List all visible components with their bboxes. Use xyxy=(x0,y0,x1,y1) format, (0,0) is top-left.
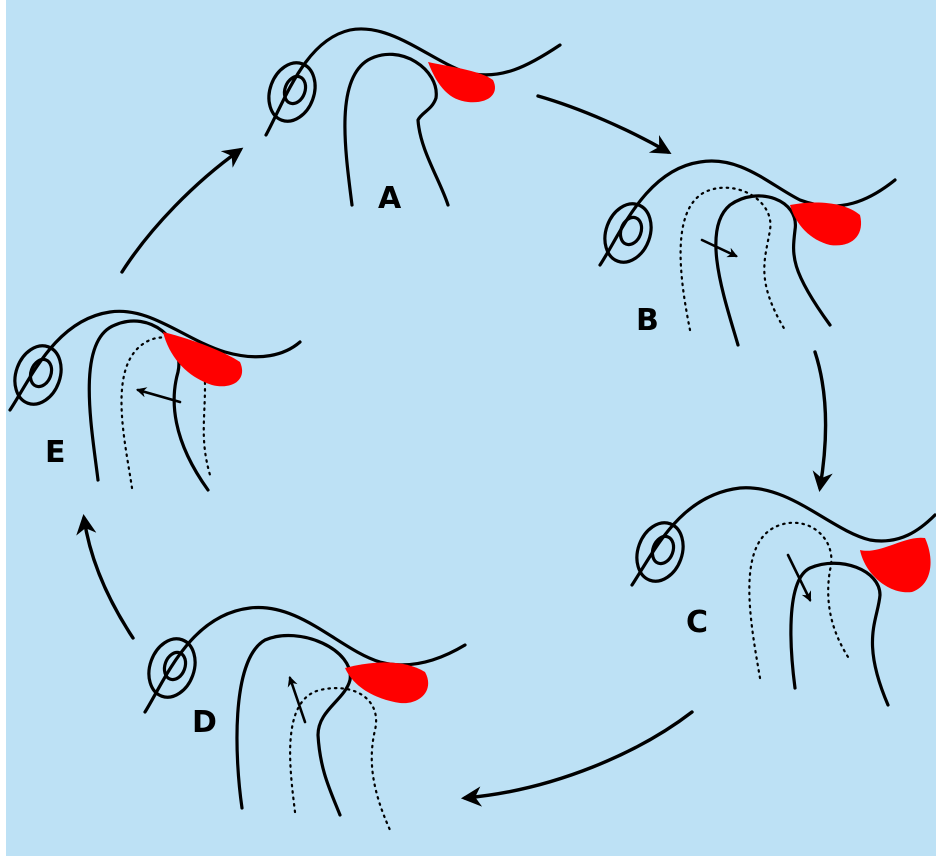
diagram-background xyxy=(6,0,936,856)
stage-label-b: B xyxy=(636,303,659,338)
stage-label-d: D xyxy=(192,705,217,740)
stage-label-a: A xyxy=(378,181,402,216)
stage-label-e: E xyxy=(45,435,66,470)
stage-label-c: C xyxy=(686,605,708,640)
